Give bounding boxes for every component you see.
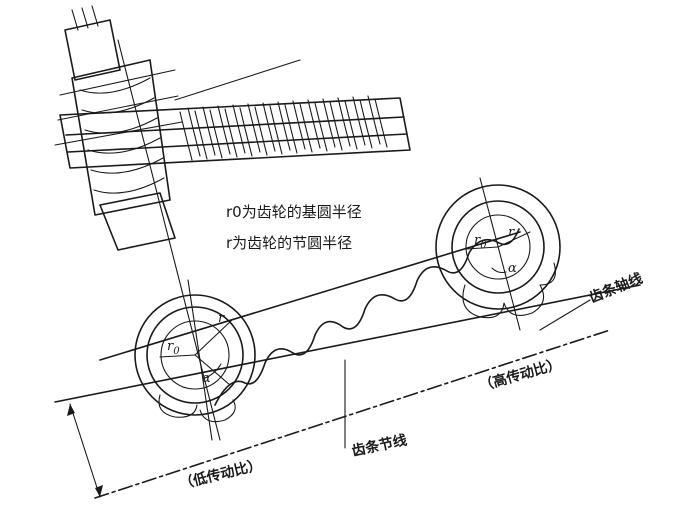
low-gear-base-circle [160,320,230,390]
low-gear-pitch-circle [146,306,244,404]
low-gear-alpha-ray [194,354,231,386]
pitch-radius-note: r为齿轮的节圆半径 [226,234,353,252]
low-gear-r0-label: r0 [167,339,180,357]
dimension-arrow-bottom [95,485,103,497]
high-gear-outer-circle [435,184,561,310]
shaft-hatching [71,5,99,31]
low-gear-outer-circle [134,294,256,416]
high-gear-alpha-arc [491,267,507,274]
high-gear-r-radius [497,231,531,248]
dimension-arrow-top [67,404,75,416]
reference-lines [54,39,641,499]
rack-axis-pointer [539,299,591,331]
high-gear-alpha-label: α [508,261,517,276]
high-gear-r0-radius [465,246,499,250]
helical-pinion-teeth [54,69,183,194]
high-gear-lower-teeth [462,262,556,319]
base-radius-note: r0为齿轮的基圆半径 [226,203,362,221]
low-ratio-gear: r0 r α [134,279,256,441]
high-gear-pitch-circle [451,200,545,294]
low-gear-r-label: r [218,311,225,326]
high-ratio-gear: r0 r α [435,177,561,331]
low-gear-r0-radius [159,354,196,358]
pinion-tangent-line [174,59,301,101]
worm-shaft [59,97,411,169]
worm-thread [179,95,388,161]
high-gear-base-circle [465,214,531,280]
dimension-line [69,403,101,498]
low-gear-alpha-label: α [202,371,211,386]
helical-pinion-assembly [54,5,411,251]
helical-pinion-body [64,19,176,251]
rack-tooth-profile [214,228,520,406]
high-gear-r-label: r [508,225,515,240]
rack-axis-line [94,329,611,499]
low-gear-r-radius [194,319,233,356]
pinion-center-line [117,39,221,441]
low-gear-alpha-arc [204,363,222,379]
high-gear-r0-label: r0 [474,233,487,251]
gear-axis-upper-line [99,231,521,361]
low-gear-lower-teeth [158,394,236,423]
high-gear-vertical-axis [479,177,521,331]
rack-reference-line [54,284,641,403]
